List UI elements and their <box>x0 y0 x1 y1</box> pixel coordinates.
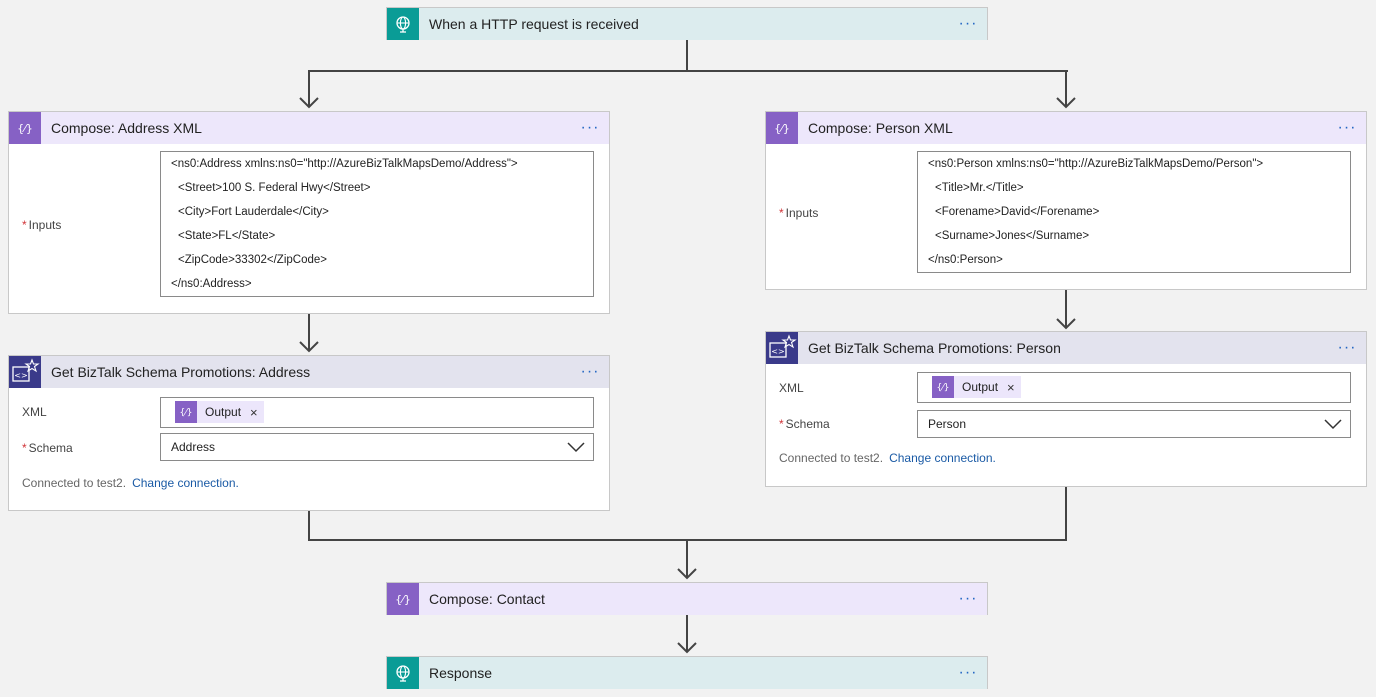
xml-line: <ZipCode>33302</ZipCode> <box>178 254 327 266</box>
biztalk-icon: <> <box>9 356 41 388</box>
compose-braces-icon: {⁄} <box>932 376 954 398</box>
compose-contact-card[interactable]: {⁄} Compose: Contact ··· <box>386 582 988 615</box>
more-options-button[interactable]: ··· <box>1337 119 1357 136</box>
remove-token-button[interactable]: × <box>1007 379 1015 395</box>
response-card[interactable]: Response ··· <box>386 656 988 689</box>
arrow-down-icon <box>299 97 319 109</box>
inputs-label: *Inputs <box>22 218 62 232</box>
more-options-button[interactable]: ··· <box>958 15 978 32</box>
output-token[interactable]: {⁄} Output × <box>932 376 1021 398</box>
more-options-button[interactable]: ··· <box>958 590 978 607</box>
arrow-down-icon <box>677 642 697 654</box>
card-title: Compose: Contact <box>429 591 545 607</box>
chevron-down-icon <box>1324 419 1342 430</box>
connector-line <box>308 510 310 541</box>
connector-line <box>686 614 688 651</box>
connector-line <box>1065 70 1067 106</box>
remove-token-button[interactable]: × <box>250 404 258 420</box>
inputs-field[interactable]: <ns0:Person xmlns:ns0="http://AzureBizTa… <box>917 151 1351 273</box>
schema-dropdown[interactable]: Person <box>917 410 1351 438</box>
svg-text:{⁄}: {⁄} <box>774 122 790 135</box>
chevron-down-icon <box>567 442 585 453</box>
globe-icon <box>387 8 419 40</box>
svg-text:{⁄}: {⁄} <box>937 383 950 393</box>
svg-text:{⁄}: {⁄} <box>395 593 411 606</box>
arrow-down-icon <box>1056 318 1076 330</box>
connector-line <box>308 70 310 106</box>
change-connection-link[interactable]: Change connection. <box>889 451 996 465</box>
arrow-down-icon <box>677 568 697 580</box>
more-options-button[interactable]: ··· <box>958 664 978 681</box>
schema-dropdown[interactable]: Address <box>160 433 594 461</box>
xml-line: <ns0:Person xmlns:ns0="http://AzureBizTa… <box>928 158 1264 170</box>
xml-label: XML <box>22 405 47 419</box>
connector-line <box>308 313 310 350</box>
xml-input[interactable]: {⁄} Output × <box>160 397 594 428</box>
xml-line: <City>Fort Lauderdale</City> <box>178 206 329 218</box>
xml-line: <State>FL</State> <box>178 230 276 242</box>
xml-line: <Forename>David</Forename> <box>935 206 1100 218</box>
card-header[interactable]: {⁄} Compose: Person XML ··· <box>766 112 1366 144</box>
svg-text:{⁄}: {⁄} <box>17 122 33 135</box>
card-title: When a HTTP request is received <box>429 16 639 32</box>
connector-line <box>686 539 688 577</box>
connection-info: Connected to test2.Change connection. <box>22 476 239 490</box>
inputs-label: *Inputs <box>779 206 819 220</box>
connector-line <box>1065 486 1067 541</box>
schema-value: Person <box>928 417 967 431</box>
schema-value: Address <box>171 440 216 454</box>
token-label: Output <box>205 405 242 419</box>
output-token[interactable]: {⁄} Output × <box>175 401 264 423</box>
xml-line: <Surname>Jones</Surname> <box>935 230 1090 242</box>
connector-line <box>686 39 688 71</box>
xml-input[interactable]: {⁄} Output × <box>917 372 1351 403</box>
compose-address-card[interactable]: {⁄} Compose: Address XML ··· *Inputs <ns… <box>8 111 610 314</box>
inputs-field[interactable]: <ns0:Address xmlns:ns0="http://AzureBizT… <box>160 151 594 297</box>
token-label: Output <box>962 380 999 394</box>
card-header[interactable]: {⁄} Compose: Contact ··· <box>387 583 987 615</box>
more-options-button[interactable]: ··· <box>580 119 600 136</box>
card-header[interactable]: When a HTTP request is received ··· <box>387 8 987 40</box>
svg-text:<>: <> <box>14 371 27 380</box>
arrow-down-icon <box>299 341 319 353</box>
biztalk-address-card[interactable]: <> Get BizTalk Schema Promotions: Addres… <box>8 355 610 511</box>
xml-line: <Title>Mr.</Title> <box>935 182 1024 194</box>
xml-line: <ns0:Address xmlns:ns0="http://AzureBizT… <box>171 158 518 170</box>
biztalk-icon: <> <box>766 332 798 364</box>
card-header[interactable]: <> Get BizTalk Schema Promotions: Person… <box>766 332 1366 364</box>
card-title: Get BizTalk Schema Promotions: Person <box>808 340 1061 356</box>
compose-braces-icon: {⁄} <box>9 112 41 144</box>
compose-person-card[interactable]: {⁄} Compose: Person XML ··· *Inputs <ns0… <box>765 111 1367 290</box>
card-header[interactable]: <> Get BizTalk Schema Promotions: Addres… <box>9 356 609 388</box>
card-header[interactable]: Response ··· <box>387 657 987 689</box>
card-title: Compose: Person XML <box>808 120 953 136</box>
schema-label: *Schema <box>779 417 830 431</box>
connector-line <box>308 70 1068 72</box>
compose-braces-icon: {⁄} <box>387 583 419 615</box>
svg-text:{⁄}: {⁄} <box>180 408 193 418</box>
schema-label: *Schema <box>22 441 73 455</box>
card-title: Get BizTalk Schema Promotions: Address <box>51 364 311 380</box>
biztalk-person-card[interactable]: <> Get BizTalk Schema Promotions: Person… <box>765 331 1367 487</box>
xml-line: <Street>100 S. Federal Hwy</Street> <box>178 182 371 194</box>
http-trigger-card[interactable]: When a HTTP request is received ··· <box>386 7 988 40</box>
xml-label: XML <box>779 381 804 395</box>
svg-text:<>: <> <box>771 347 784 356</box>
arrow-down-icon <box>1056 97 1076 109</box>
card-header[interactable]: {⁄} Compose: Address XML ··· <box>9 112 609 144</box>
connector-line <box>1065 289 1067 327</box>
more-options-button[interactable]: ··· <box>580 363 600 380</box>
compose-braces-icon: {⁄} <box>175 401 197 423</box>
connection-info: Connected to test2.Change connection. <box>779 451 996 465</box>
change-connection-link[interactable]: Change connection. <box>132 476 239 490</box>
compose-braces-icon: {⁄} <box>766 112 798 144</box>
globe-icon <box>387 657 419 689</box>
xml-line: </ns0:Address> <box>171 278 252 290</box>
more-options-button[interactable]: ··· <box>1337 339 1357 356</box>
xml-line: </ns0:Person> <box>928 254 1003 266</box>
card-title: Response <box>429 665 493 681</box>
card-title: Compose: Address XML <box>51 120 202 136</box>
